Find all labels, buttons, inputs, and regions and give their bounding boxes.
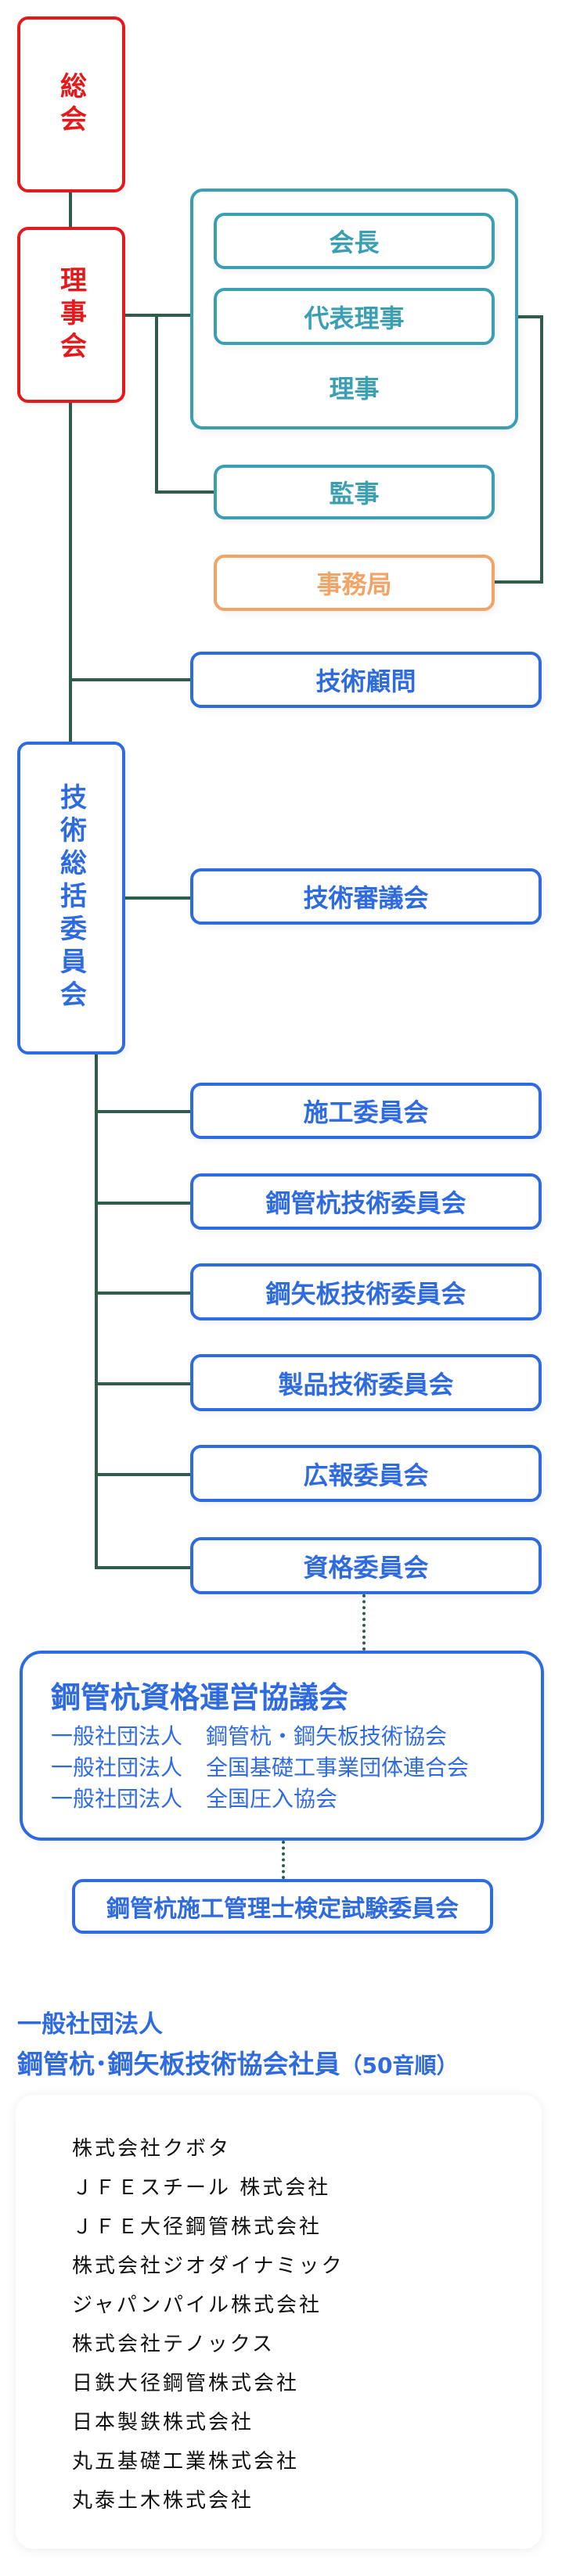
connector-line: [155, 314, 158, 494]
members-heading-line2: 鋼管杭･鋼矢板技術協会社員（50音順）: [17, 2043, 458, 2081]
representative-director-box[interactable]: 代表理事: [214, 288, 495, 345]
members-heading-line1: 一般社団法人: [17, 2010, 163, 2039]
general-assembly-box[interactable]: 総会: [17, 16, 125, 192]
committee-label: 製品技術委員会: [278, 1369, 454, 1399]
members-heading-title: 鋼管杭･鋼矢板技術協会社員: [17, 2049, 340, 2079]
connector-line: [95, 1566, 190, 1569]
company-item: 日鉄大径鋼管株式会社: [72, 2372, 300, 2395]
dotted-connector: [282, 1841, 285, 1879]
auditor-label: 監事: [329, 479, 380, 508]
committee-construction[interactable]: 施工委員会: [190, 1083, 542, 1139]
connector-line: [155, 490, 214, 494]
board-label: 理事会: [55, 265, 87, 365]
committee-qualification[interactable]: 資格委員会: [190, 1537, 542, 1594]
council-member: 一般社団法人全国圧入協会: [51, 1784, 513, 1815]
exam-committee-label: 鋼管杭施工管理士検定試験委員会: [106, 1895, 459, 1923]
auditor-box[interactable]: 監事: [214, 465, 495, 519]
president-label: 会長: [329, 228, 380, 257]
connector-line: [540, 315, 543, 584]
council-title: 鋼管杭資格運営協議会: [51, 1680, 349, 1715]
members-card: 株式会社クボタ ＪＦＥスチール 株式会社 ＪＦＥ大径鋼管株式会社 株式会社ジオダ…: [16, 2095, 542, 2549]
general-assembly-label: 総会: [55, 71, 87, 138]
company-item: 株式会社ジオダイナミック: [72, 2254, 344, 2278]
committee-steel-pipe-pile[interactable]: 鋼管杭技術委員会: [190, 1173, 542, 1230]
company-item: ジャパンパイル株式会社: [72, 2294, 322, 2317]
member-type: 一般社団法人: [51, 1786, 183, 1812]
committee-label: 広報委員会: [303, 1460, 429, 1490]
company-list: 株式会社クボタ ＪＦＥスチール 株式会社 ＪＦＥ大径鋼管株式会社 株式会社ジオダ…: [16, 2095, 542, 2520]
technical-general-committee-label: 技術総括委員会: [55, 783, 87, 1013]
technical-council-label: 技術審議会: [303, 883, 429, 913]
company-item: 株式会社クボタ: [72, 2137, 232, 2161]
technical-advisor-box[interactable]: 技術顧問: [190, 652, 542, 708]
council-member: 一般社団法人全国基礎工事業団体連合会: [51, 1752, 513, 1784]
committee-label: 資格委員会: [303, 1552, 429, 1583]
committee-product-tech[interactable]: 製品技術委員会: [190, 1354, 542, 1411]
connector-line: [495, 315, 543, 318]
technical-advisor-label: 技術顧問: [315, 666, 416, 696]
council-member: 一般社団法人鋼管杭・鋼矢板技術協会: [51, 1721, 513, 1752]
connector-line: [69, 678, 190, 681]
connector-line: [69, 403, 72, 742]
connector-line: [95, 1054, 98, 1569]
member-name: 全国基礎工事業団体連合会: [206, 1755, 470, 1780]
company-item: ＪＦＥ大径鋼管株式会社: [72, 2215, 322, 2239]
connector-line: [95, 1473, 190, 1476]
connector-line: [95, 1382, 190, 1385]
company-item: 丸五基礎工業株式会社: [72, 2450, 300, 2474]
qualification-council-box[interactable]: 鋼管杭資格運営協議会 一般社団法人鋼管杭・鋼矢板技術協会 一般社団法人全国基礎工…: [20, 1651, 544, 1841]
representative-director-label: 代表理事: [304, 303, 405, 333]
dotted-connector: [362, 1594, 366, 1651]
connector-line: [95, 1292, 190, 1295]
committee-label: 施工委員会: [303, 1098, 429, 1127]
board-box[interactable]: 理事会: [17, 227, 125, 403]
technical-general-committee-box[interactable]: 技術総括委員会: [17, 742, 125, 1054]
secretariat-label: 事務局: [316, 569, 392, 599]
committee-pr[interactable]: 広報委員会: [190, 1445, 542, 1502]
member-name: 全国圧入協会: [206, 1786, 338, 1812]
member-name: 鋼管杭・鋼矢板技術協会: [206, 1723, 448, 1749]
committee-steel-sheet-pile[interactable]: 鋼矢板技術委員会: [190, 1263, 542, 1320]
company-item: ＪＦＥスチール 株式会社: [72, 2176, 331, 2200]
exam-committee-box[interactable]: 鋼管杭施工管理士検定試験委員会: [72, 1879, 493, 1934]
member-type: 一般社団法人: [51, 1755, 183, 1780]
connector-line: [95, 1202, 190, 1205]
member-type: 一般社団法人: [51, 1723, 183, 1749]
connector-line: [69, 192, 72, 227]
company-item: 株式会社テノックス: [72, 2333, 275, 2356]
connector-line: [125, 896, 190, 900]
company-item: 丸泰土木株式会社: [72, 2489, 254, 2513]
technical-council-box[interactable]: 技術審議会: [190, 868, 542, 925]
director-label: 理事: [329, 374, 380, 404]
company-item: 日本製鉄株式会社: [72, 2411, 254, 2434]
connector-line: [495, 580, 543, 584]
president-box[interactable]: 会長: [214, 213, 495, 269]
connector-line: [95, 1110, 190, 1113]
members-heading-note: （50音順）: [340, 2053, 459, 2078]
committee-label: 鋼矢板技術委員会: [265, 1278, 467, 1309]
committee-label: 鋼管杭技術委員会: [265, 1188, 467, 1218]
secretariat-box[interactable]: 事務局: [214, 555, 495, 611]
